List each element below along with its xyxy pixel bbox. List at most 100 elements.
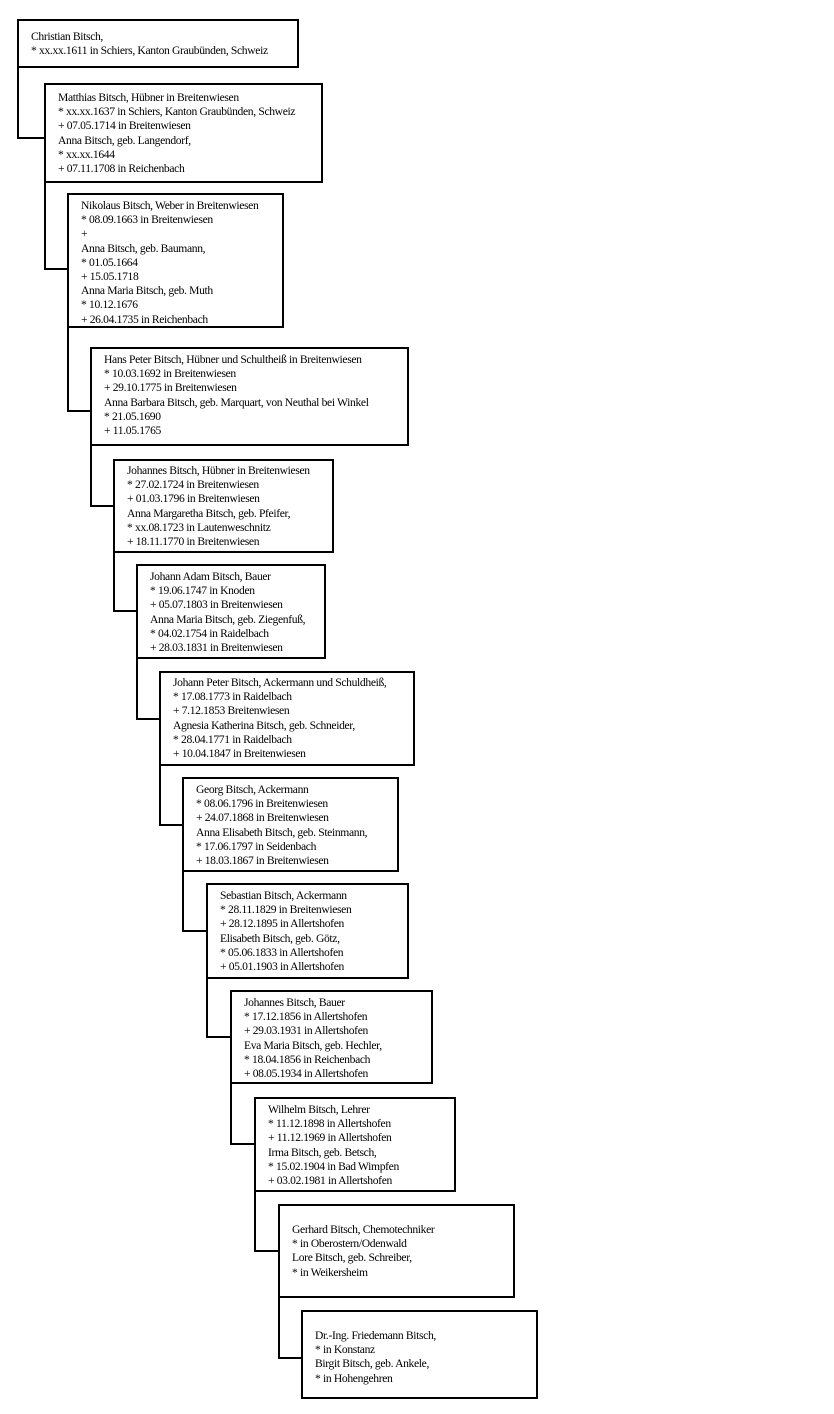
person-detail: * 10.12.1676	[81, 298, 138, 312]
connector-line	[136, 718, 159, 720]
person-detail: Lore Bitsch, geb. Schreiber,	[292, 1251, 412, 1265]
person-name: Sebastian Bitsch, Ackermann	[220, 889, 347, 902]
connector-line	[44, 268, 67, 270]
person-detail: Agnesia Katherina Bitsch, geb. Schneider…	[173, 718, 355, 732]
person-detail: Anna Elisabeth Bitsch, geb. Steinmann,	[196, 825, 368, 839]
person-detail: * 21.05.1690	[104, 409, 161, 423]
person-box: Georg Bitsch, Ackermann* 08.06.1796 in B…	[182, 777, 399, 872]
connector-line	[159, 765, 161, 825]
person-name: Georg Bitsch, Ackermann	[196, 783, 309, 796]
connector-line	[67, 327, 69, 411]
person-name: Johannes Bitsch, Hübner in Breitenwiesen	[127, 464, 310, 477]
person-box: Sebastian Bitsch, Ackermann* 28.11.1829 …	[206, 883, 409, 979]
person-detail: * 17.06.1797 in Seidenbach	[196, 839, 317, 853]
person-name: Johann Peter Bitsch, Ackermann und Schul…	[173, 676, 387, 689]
person-detail: + 03.02.1981 in Allertshofen	[268, 1174, 392, 1188]
person-detail: * xx.xx.1644	[58, 147, 115, 161]
person-detail: + 24.07.1868 in Breitenwiesen	[196, 811, 329, 825]
person-name: Nikolaus Bitsch, Weber in Breitenwiesen	[81, 199, 259, 212]
person-detail: * 17.12.1856 in Allertshofen	[244, 1010, 368, 1024]
person-detail: Anna Maria Bitsch, geb. Ziegenfuß,	[150, 612, 306, 626]
person-detail: * 05.06.1833 in Allertshofen	[220, 945, 344, 959]
person-detail: + 18.03.1867 in Breitenwiesen	[196, 854, 329, 868]
person-detail: * in Weikersheim	[292, 1265, 368, 1279]
person-detail: + 26.04.1735 in Reichenbach	[81, 312, 208, 326]
connector-line	[278, 1297, 280, 1358]
connector-line	[206, 978, 208, 1037]
person-detail: Anna Margaretha Bitsch, geb. Pfeifer,	[127, 506, 291, 520]
connector-line	[17, 67, 19, 138]
person-box: Dr.-Ing. Friedemann Bitsch,* in Konstanz…	[301, 1310, 538, 1399]
person-name: Dr.-Ing. Friedemann Bitsch,	[315, 1329, 436, 1342]
person-detail: + 01.03.1796 in Breitenwiesen	[127, 492, 260, 506]
person-detail: * 28.04.1771 in Raidelbach	[173, 732, 292, 746]
person-box: Johann Adam Bitsch, Bauer* 19.06.1747 in…	[136, 564, 326, 659]
connector-line	[230, 1143, 254, 1145]
person-detail: * 10.03.1692 in Breitenwiesen	[104, 367, 236, 381]
person-detail: + 29.03.1931 in Allertshofen	[244, 1024, 368, 1038]
person-box: Wilhelm Bitsch, Lehrer* 11.12.1898 in Al…	[254, 1097, 456, 1192]
person-box: Hans Peter Bitsch, Hübner und Schultheiß…	[90, 347, 409, 446]
person-detail: Anna Maria Bitsch, geb. Muth	[81, 284, 213, 298]
person-detail: + 11.05.1765	[104, 424, 161, 438]
connector-line	[230, 1083, 232, 1144]
connector-line	[182, 871, 184, 931]
person-detail: Anna Barbara Bitsch, geb. Marquart, von …	[104, 395, 369, 409]
connector-line	[159, 824, 182, 826]
person-box: Nikolaus Bitsch, Weber in Breitenwiesen *…	[67, 193, 284, 328]
connector-line	[67, 410, 90, 412]
person-detail: + 18.11.1770 in Breitenwiesen	[127, 535, 260, 549]
person-box: Gerhard Bitsch, Chemotechniker* in Obero…	[278, 1204, 515, 1298]
person-detail: + 05.01.1903 in Allertshofen	[220, 960, 344, 974]
connector-line	[254, 1250, 278, 1252]
person-detail: * 28.11.1829 in Breitenwiesen	[220, 903, 352, 917]
person-name: Hans Peter Bitsch, Hübner und Schultheiß…	[104, 353, 362, 366]
person-detail: * 08.06.1796 in Breitenwiesen	[196, 797, 328, 811]
person-name: Christian Bitsch,	[31, 30, 103, 43]
person-detail: * 04.02.1754 in Raidelbach	[150, 626, 269, 640]
person-detail: + 15.05.1718	[81, 270, 139, 284]
person-detail: Eva Maria Bitsch, geb. Hechler,	[244, 1038, 382, 1052]
person-detail: + 08.05.1934 in Allertshofen	[244, 1067, 368, 1081]
person-box: Matthias Bitsch, Hübner in Breitenwiesen…	[44, 83, 323, 183]
connector-line	[113, 610, 136, 612]
person-detail: + 28.03.1831 in Breitenwiesen	[150, 641, 283, 655]
person-detail: + 7.12.1853 Breitenwiesen	[173, 704, 290, 718]
person-detail: + 07.11.1708 in Reichenbach	[58, 162, 185, 176]
person-box: Johann Peter Bitsch, Ackermann und Schul…	[159, 671, 415, 766]
person-name: Wilhelm Bitsch, Lehrer	[268, 1103, 370, 1116]
person-detail: Anna Bitsch, geb. Baumann,	[81, 241, 206, 255]
connector-line	[113, 552, 115, 611]
person-detail: Birgit Bitsch, geb. Ankele,	[315, 1357, 429, 1371]
person-box: Johannes Bitsch, Bauer* 17.12.1856 in Al…	[230, 990, 433, 1084]
person-detail: Elisabeth Bitsch, geb. Götz,	[220, 931, 340, 945]
person-detail: + 28.12.1895 in Allertshofen	[220, 917, 344, 931]
person-detail: * xx.08.1723 in Lautenweschnitz	[127, 520, 271, 534]
person-detail: +	[81, 227, 88, 241]
person-detail: Anna Bitsch, geb. Langendorf,	[58, 133, 191, 147]
person-detail: + 29.10.1775 in Breitenwiesen	[104, 381, 237, 395]
person-detail: + 11.12.1969 in Allertshofen	[268, 1131, 392, 1145]
person-detail: * in Hohengehren	[315, 1371, 393, 1385]
person-detail: * 15.02.1904 in Bad Wimpfen	[268, 1159, 399, 1173]
person-detail: + 07.05.1714 in Breitenwiesen	[58, 119, 191, 133]
person-name: Matthias Bitsch, Hübner in Breitenwiesen	[58, 91, 239, 104]
connector-line	[254, 1191, 256, 1251]
person-name: Gerhard Bitsch, Chemotechniker	[292, 1223, 435, 1236]
person-detail: * 19.06.1747 in Knoden	[150, 584, 255, 598]
person-detail: * in Oberostern/Odenwald	[292, 1237, 407, 1251]
person-name: Johann Adam Bitsch, Bauer	[150, 570, 271, 583]
person-detail: * 17.08.1773 in Raidelbach	[173, 690, 292, 704]
person-box: Johannes Bitsch, Hübner in Breitenwiesen…	[113, 459, 334, 553]
connector-line	[44, 182, 46, 269]
person-detail: * xx.xx.1611 in Schiers, Kanton Graubünd…	[31, 44, 268, 58]
person-box: Christian Bitsch,* xx.xx.1611 in Schiers…	[17, 19, 299, 68]
person-detail: * 18.04.1856 in Reichenbach	[244, 1052, 371, 1066]
person-name: Johannes Bitsch, Bauer	[244, 996, 345, 1009]
person-detail: * 27.02.1724 in Breitenwiesen	[127, 478, 259, 492]
connector-line	[136, 658, 138, 719]
person-detail: * xx.xx.1637 in Schiers, Kanton Graubünd…	[58, 105, 296, 119]
person-detail: + 10.04.1847 in Breitenwiesen	[173, 747, 306, 761]
connector-line	[206, 1036, 230, 1038]
connector-line	[90, 445, 92, 506]
